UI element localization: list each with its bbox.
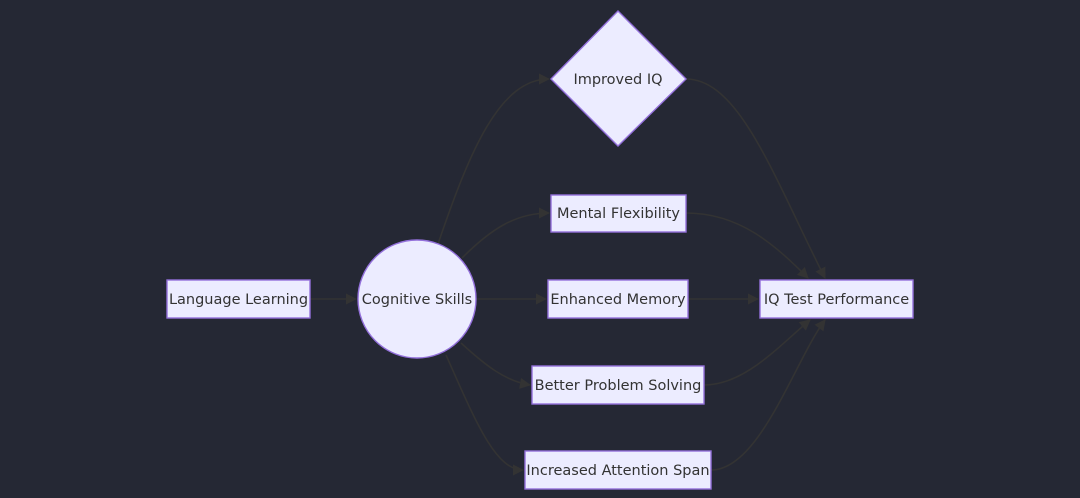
node-cognitive-skills[interactable]: Cognitive Skills [357,239,477,359]
node-mental-flexibility[interactable]: Mental Flexibility [550,194,687,233]
edge-cognitive-skills-to-increased-attention-span [445,354,525,476]
node-label: Increased Attention Span [526,463,709,479]
edge-mental-flexibility-to-iq-test-performance [685,212,809,279]
edge-cognitive-skills-to-better-problem-solving [460,342,532,389]
node-improved-iq[interactable]: Improved IQ [550,10,687,147]
node-label: Enhanced Memory [550,292,686,308]
node-label: Language Learning [169,292,308,308]
node-iq-test-performance[interactable]: IQ Test Performance [759,279,914,319]
node-label: Better Problem Solving [535,378,702,394]
node-label: Mental Flexibility [557,206,680,222]
edge-increased-attention-span-to-iq-test-performance [710,319,826,471]
edge-cognitive-skills-to-mental-flexibility [461,207,551,259]
node-label: Cognitive Skills [362,292,473,308]
node-enhanced-memory[interactable]: Enhanced Memory [547,279,689,319]
node-language-learning[interactable]: Language Learning [166,279,311,319]
edge-improved-iq-to-iq-test-performance [685,78,826,279]
node-label: IQ Test Performance [764,292,909,308]
node-increased-attention-span[interactable]: Increased Attention Span [524,450,712,490]
edge-cognitive-skills-to-improved-iq [437,73,551,245]
edges [310,73,826,476]
node-label: Improved IQ [573,72,662,88]
node-better-problem-solving[interactable]: Better Problem Solving [531,365,705,405]
edge-better-problem-solving-to-iq-test-performance [703,319,811,386]
